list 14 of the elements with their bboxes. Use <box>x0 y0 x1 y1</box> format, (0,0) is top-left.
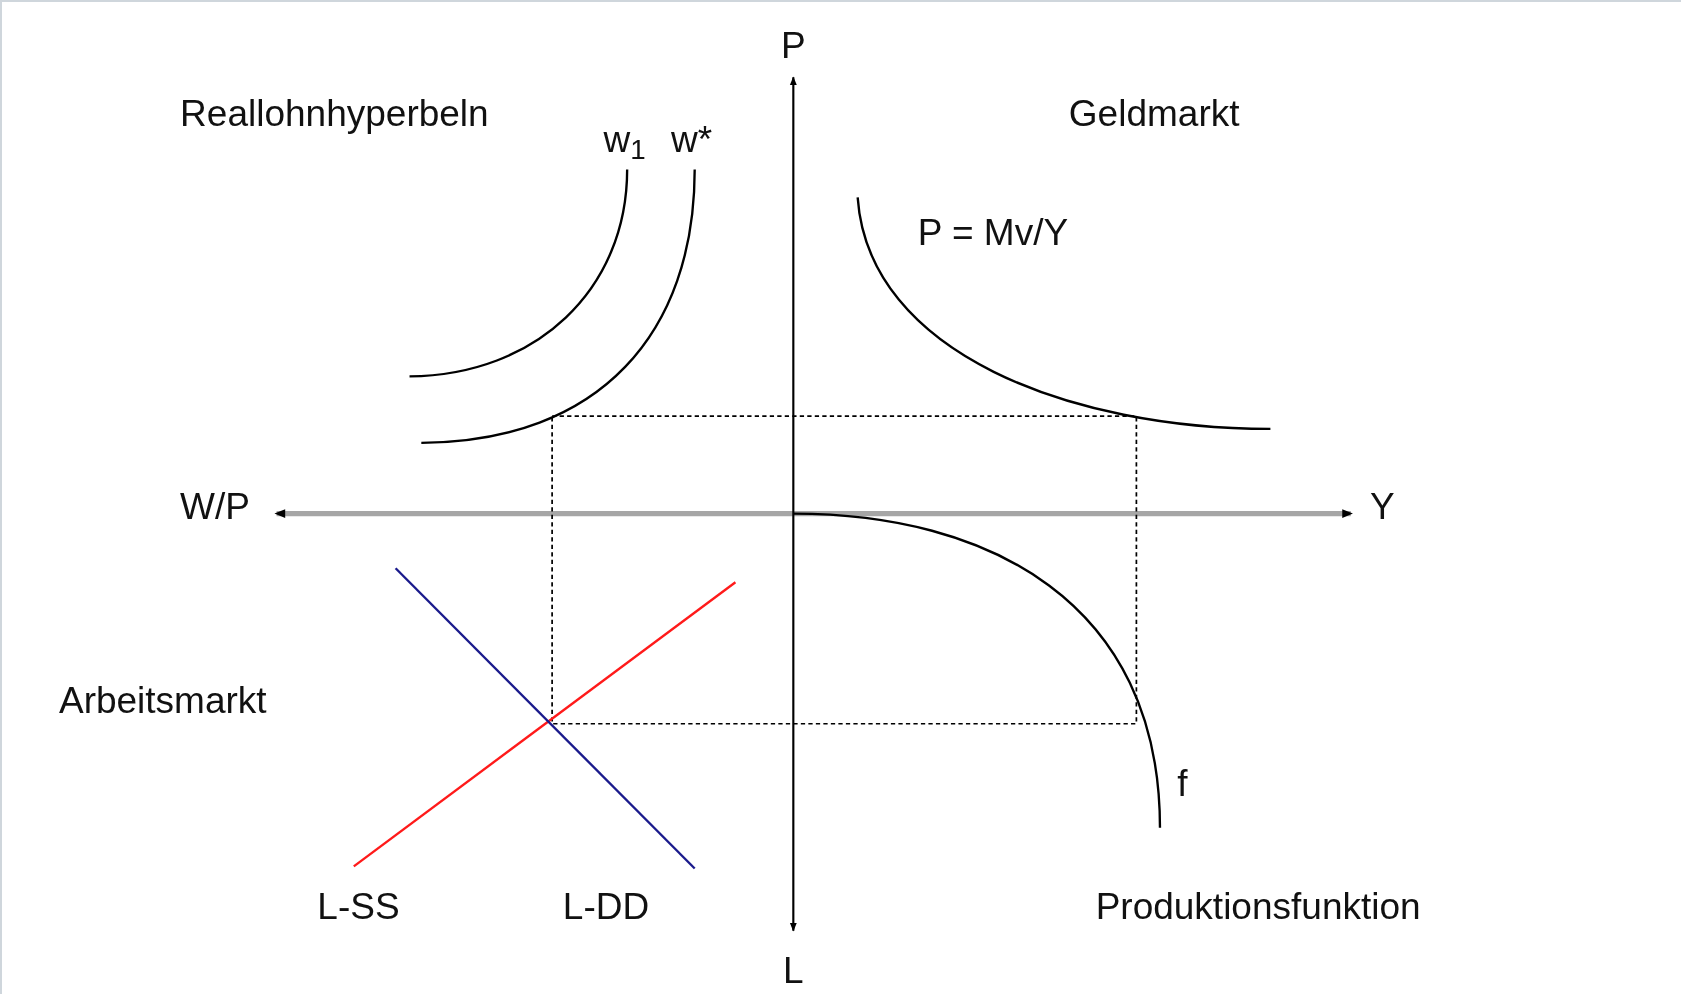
quadrant-title: Geldmarkt <box>1068 94 1240 132</box>
curve-label: L-SS <box>317 887 400 925</box>
quadrant-title: Reallohnhyperbeln <box>180 94 489 132</box>
quadrant-title: Arbeitsmarkt <box>58 681 267 719</box>
curve-label: w* <box>671 120 713 158</box>
axis-label: W/P <box>180 487 250 525</box>
curve-label: L-DD <box>562 887 650 925</box>
quadrant-title: Produktionsfunktion <box>1095 887 1421 925</box>
curve-label: f <box>1177 764 1188 802</box>
axis-label: L <box>783 951 804 989</box>
curve-label: w$_{1}$ <box>603 120 646 158</box>
axis-label: P <box>781 26 806 64</box>
axis-label: Y <box>1370 487 1395 525</box>
equation-label: P = Mv/Y <box>917 213 1069 251</box>
